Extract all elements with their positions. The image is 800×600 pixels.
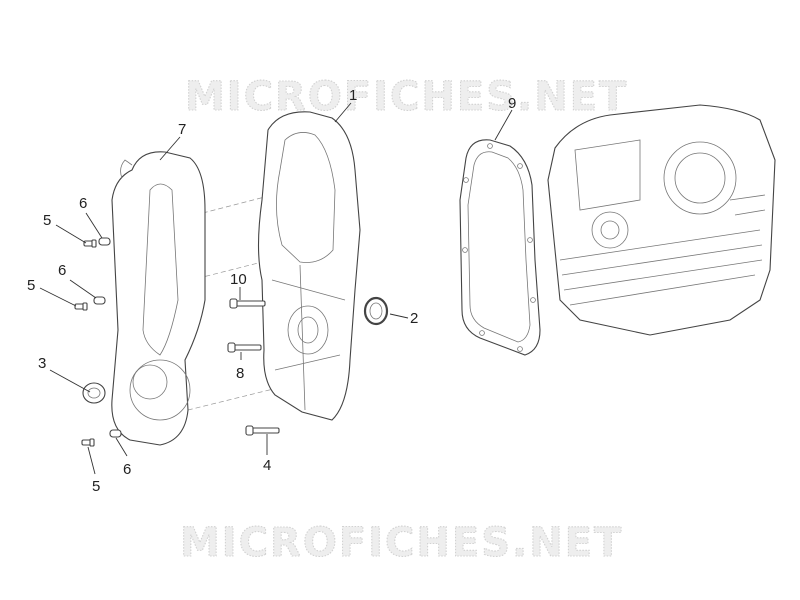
part-3-plug xyxy=(82,382,106,404)
part-5-screw-b xyxy=(74,302,88,311)
callout-10: 10 xyxy=(230,271,247,288)
callout-7: 7 xyxy=(178,121,186,138)
part-5-screw-a xyxy=(83,239,97,248)
callout-3: 3 xyxy=(38,355,46,372)
callout-leader-lines xyxy=(39,102,513,475)
callout-9: 9 xyxy=(508,95,516,112)
part-9-gasket xyxy=(459,139,541,356)
callout-6-a: 6 xyxy=(79,195,87,212)
part-6-dowel-b xyxy=(93,296,106,305)
watermark-top: MICROFICHES.NET xyxy=(185,74,628,120)
callout-1: 1 xyxy=(349,87,357,104)
part-4-bolt xyxy=(245,425,280,436)
part-10-bolt xyxy=(229,298,266,309)
part-1-inner-cover xyxy=(257,111,361,421)
callout-8: 8 xyxy=(236,365,244,382)
gasket-bolt-holes xyxy=(462,143,536,352)
callout-4: 4 xyxy=(263,457,271,474)
crankcase-engine-block xyxy=(547,104,776,336)
part-6-dowel-c xyxy=(109,429,122,438)
callout-5-b: 5 xyxy=(27,277,35,294)
part-5-screw-c xyxy=(81,438,95,447)
callout-6-b: 6 xyxy=(58,262,66,279)
part-7-outer-cover xyxy=(111,151,206,446)
callout-5-a: 5 xyxy=(43,212,51,229)
part-8-bolt xyxy=(227,342,262,353)
watermark-bottom: MICROFICHES.NET xyxy=(180,520,623,566)
part-6-dowel-a xyxy=(98,237,111,246)
callout-5-c: 5 xyxy=(92,478,100,495)
part-2-oil-seal xyxy=(363,296,389,326)
callout-6-c: 6 xyxy=(123,461,131,478)
callout-2: 2 xyxy=(410,310,418,327)
